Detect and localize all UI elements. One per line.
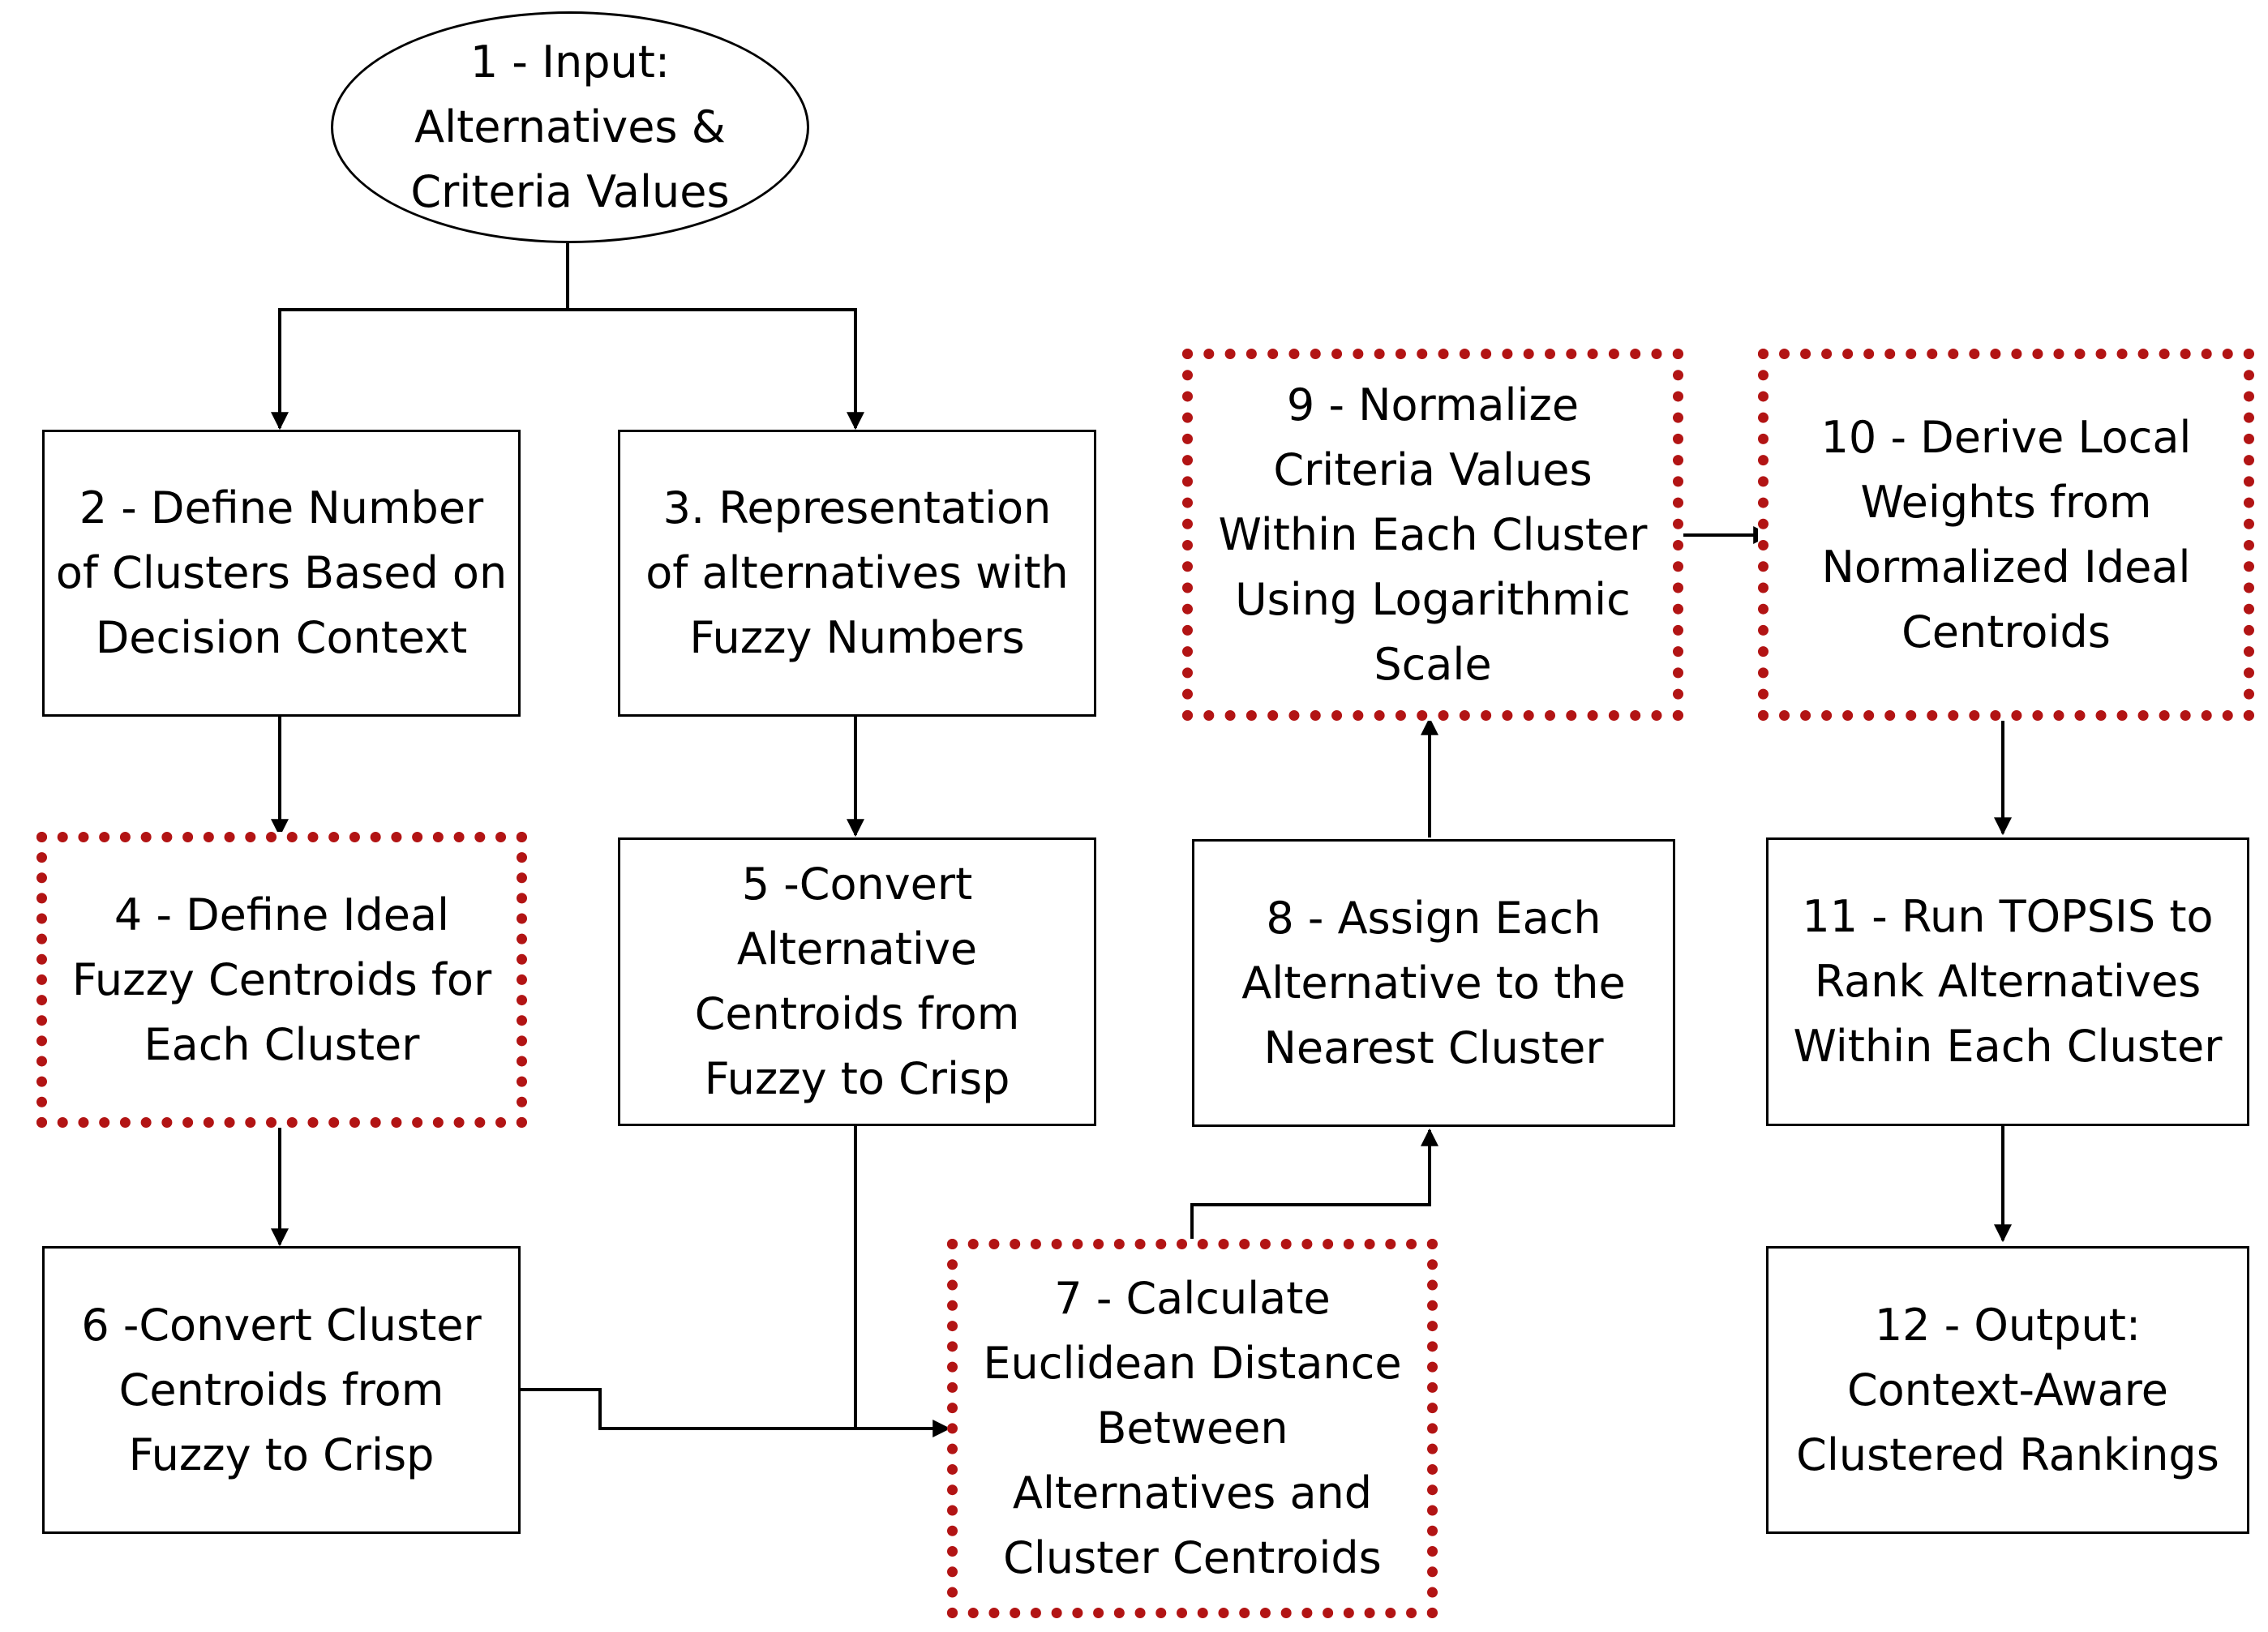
- node-9-label: 9 - Normalize Criteria Values Within Eac…: [1218, 379, 1648, 690]
- node-9-normalize-criteria: 9 - Normalize Criteria Values Within Eac…: [1182, 349, 1683, 721]
- node-5-convert-alternative-centroids: 5 -Convert Alternative Centroids from Fu…: [618, 837, 1096, 1126]
- node-6-convert-cluster-centroids: 6 -Convert Cluster Centroids from Fuzzy …: [42, 1246, 521, 1534]
- edge-n1-n3: [568, 308, 864, 430]
- node-4-ideal-centroids: 4 - Define Ideal Fuzzy Centroids for Eac…: [36, 832, 527, 1128]
- node-5-label: 5 -Convert Alternative Centroids from Fu…: [694, 859, 1020, 1104]
- node-12-label: 12 - Output: Context-Aware Clustered Ran…: [1796, 1299, 2219, 1480]
- node-2-label: 2 - Define Number of Clusters Based on D…: [55, 482, 508, 663]
- node-2-define-clusters: 2 - Define Number of Clusters Based on D…: [42, 430, 521, 717]
- node-7-euclidean-distance: 7 - Calculate Euclidean Distance Between…: [947, 1239, 1438, 1618]
- node-8-label: 8 - Assign Each Alternative to the Neare…: [1241, 892, 1626, 1073]
- edge-n7-n8: [1190, 1128, 1438, 1240]
- node-11-run-topsis: 11 - Run TOPSIS to Rank Alternatives Wit…: [1766, 837, 2249, 1126]
- node-8-assign-nearest-cluster: 8 - Assign Each Alternative to the Neare…: [1192, 839, 1675, 1127]
- edge-n6-n7: [519, 1388, 951, 1437]
- node-7-label: 7 - Calculate Euclidean Distance Between…: [983, 1273, 1402, 1583]
- edge-n1-n2: [271, 243, 569, 430]
- node-12-output: 12 - Output: Context-Aware Clustered Ran…: [1766, 1246, 2249, 1534]
- node-6-label: 6 -Convert Cluster Centroids from Fuzzy …: [81, 1299, 482, 1480]
- node-3-label: 3. Representation of alternatives with F…: [645, 482, 1069, 663]
- node-10-label: 10 - Derive Local Weights from Normalize…: [1820, 411, 2192, 658]
- node-1-label: 1 - Input: Alternatives & Criteria Value…: [410, 36, 730, 217]
- node-10-local-weights: 10 - Derive Local Weights from Normalize…: [1758, 349, 2254, 721]
- node-1-input: 1 - Input: Alternatives & Criteria Value…: [331, 11, 809, 243]
- node-4-label: 4 - Define Ideal Fuzzy Centroids for Eac…: [71, 889, 492, 1070]
- node-3-fuzzy-representation: 3. Representation of alternatives with F…: [618, 430, 1096, 717]
- node-11-label: 11 - Run TOPSIS to Rank Alternatives Wit…: [1793, 891, 2223, 1072]
